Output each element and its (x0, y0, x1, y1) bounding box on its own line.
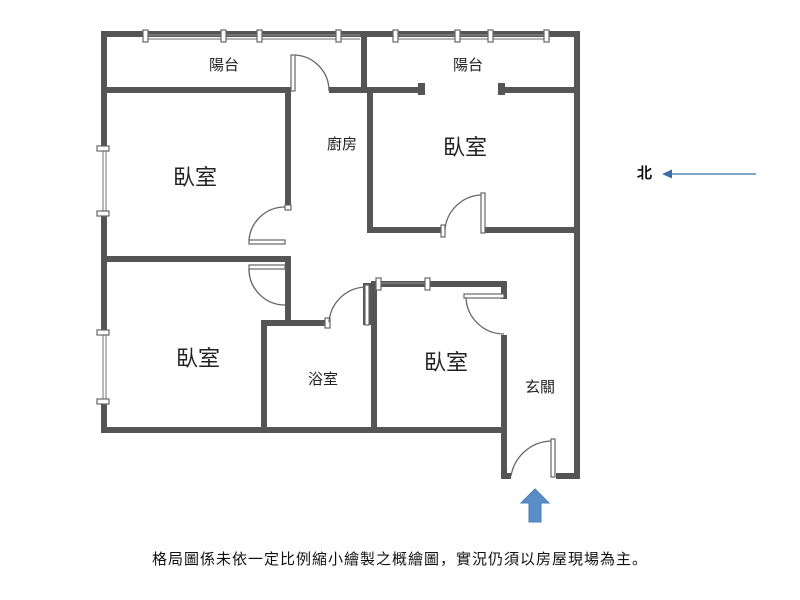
north-label: 北 (637, 164, 652, 182)
room-label-balcony-left: 陽台 (209, 56, 239, 74)
room-label-bedroom-ne: 臥室 (443, 136, 487, 161)
room-labels: 陽台 陽台 廚房 臥室 臥室 臥室 浴室 臥室 玄關 (173, 56, 555, 396)
balcony-door (290, 54, 330, 92)
entrance-door (510, 438, 556, 478)
bedroom-center-door (463, 293, 505, 335)
room-label-balcony-right: 陽台 (453, 56, 483, 74)
bedroom-sw-door (248, 264, 286, 306)
bedroom-nw-door (248, 204, 292, 245)
room-label-bedroom-nw: 臥室 (173, 166, 217, 191)
north-indicator: 北 (637, 164, 756, 182)
walls (101, 31, 580, 479)
room-label-kitchen: 廚房 (327, 135, 357, 153)
room-label-bedroom-sw: 臥室 (176, 347, 220, 372)
room-label-bathroom: 浴室 (308, 370, 338, 388)
bathroom-door (324, 284, 370, 329)
entry-arrow-icon (519, 488, 551, 523)
disclaimer-caption: 格局圖係未依一定比例縮小繪製之概繪圖，實況仍須以房屋現場為主。 (151, 550, 648, 568)
doors (248, 54, 556, 478)
room-label-bedroom-center: 臥室 (424, 351, 468, 376)
room-label-entrance: 玄關 (525, 378, 555, 396)
windows (96, 29, 550, 405)
north-arrow-head-icon (662, 169, 672, 179)
bedroom-ne-door (440, 192, 486, 238)
